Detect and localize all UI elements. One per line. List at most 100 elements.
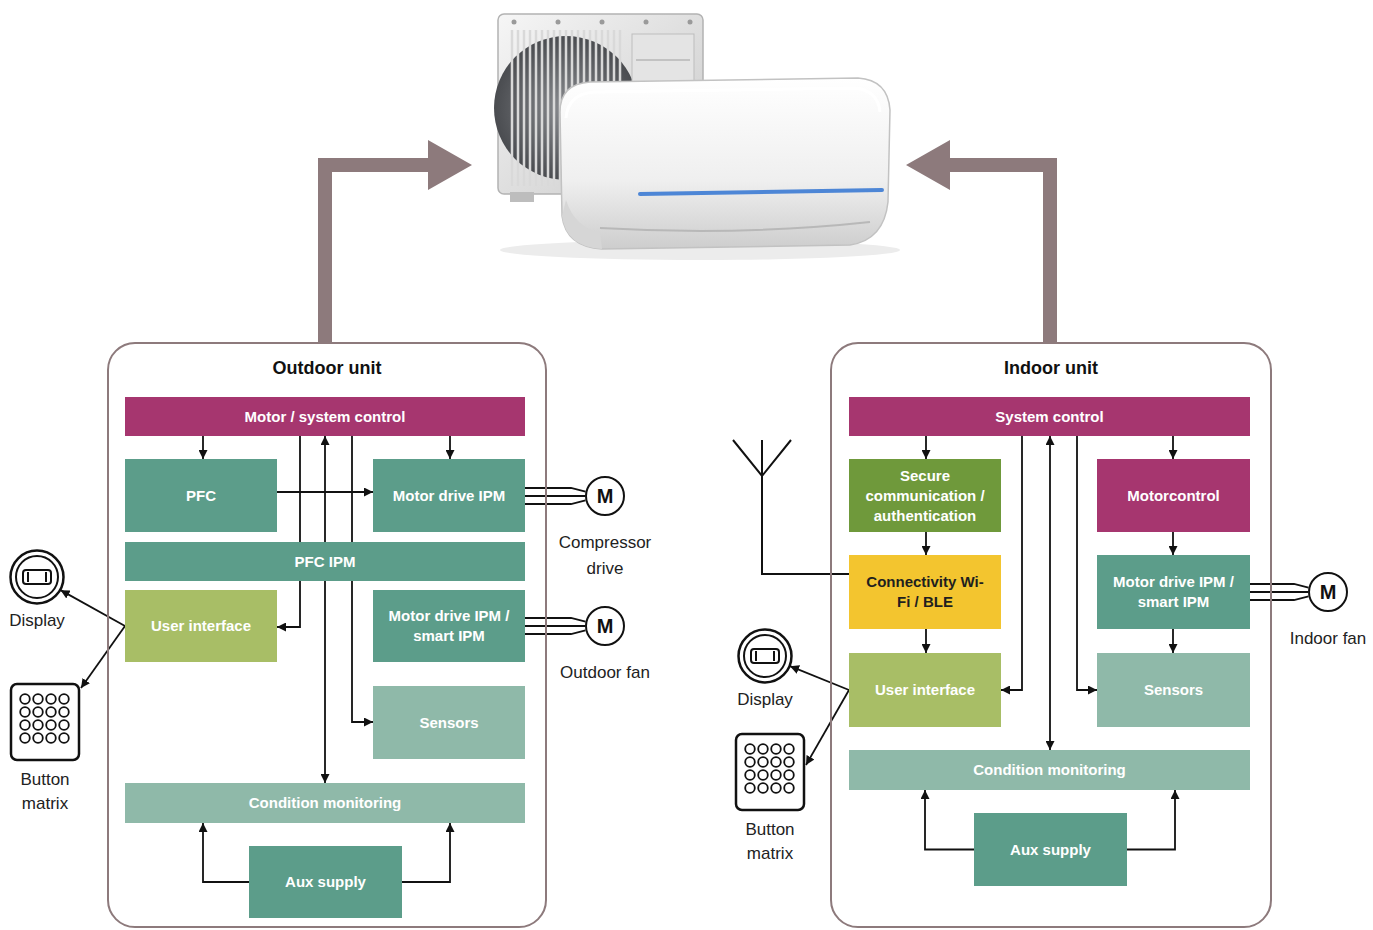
connector-arrow xyxy=(790,666,849,690)
connector-arrow xyxy=(925,629,927,653)
matrix-button xyxy=(33,720,43,730)
process-box: Sensors xyxy=(1097,653,1250,727)
matrix-button xyxy=(745,770,755,780)
box-label: User interface xyxy=(131,616,271,636)
matrix-button xyxy=(33,694,43,704)
connector-arrow xyxy=(1001,436,1022,690)
air-conditioner-picture xyxy=(494,14,900,260)
process-box: User interface xyxy=(849,653,1001,727)
connector-arrow xyxy=(81,626,125,688)
button-matrix-outline xyxy=(734,732,806,812)
connector-arrow xyxy=(925,790,974,850)
icon-label: Display xyxy=(697,690,833,710)
button-matrix-outline xyxy=(9,682,81,762)
process-box: User interface xyxy=(125,590,277,662)
box-label: Aux supply xyxy=(255,872,396,892)
display-icon: Display xyxy=(737,628,793,684)
box-label: Sensors xyxy=(379,713,519,733)
matrix-button xyxy=(784,783,794,793)
connector-arrow xyxy=(1127,790,1175,850)
motor-label: Compressor drive xyxy=(555,530,655,582)
process-box: Motor drive IPM xyxy=(373,459,525,532)
box-label: PFC IPM xyxy=(131,552,519,572)
matrix-frame xyxy=(11,684,79,760)
display-ring xyxy=(11,551,64,604)
process-box: Aux supply xyxy=(249,846,402,918)
connector-arrow xyxy=(925,436,927,459)
box-label: PFC xyxy=(131,486,271,506)
motor-label: Indoor fan xyxy=(1288,626,1368,652)
display-outline xyxy=(9,549,65,605)
matrix-button xyxy=(771,744,781,754)
matrix-button xyxy=(758,744,768,754)
matrix-button xyxy=(771,757,781,767)
unit-panel: Outdoor unitMotor / system controlPFC Mot… xyxy=(107,342,547,928)
process-box: Motor drive IPM / smart IPM xyxy=(373,590,525,662)
matrix-button xyxy=(33,733,43,743)
matrix-button xyxy=(771,770,781,780)
connector-arrow xyxy=(1077,436,1097,690)
matrix-button xyxy=(784,757,794,767)
display-icon: Display xyxy=(9,549,65,605)
process-box: Motor drive IPM / smart IPM xyxy=(1097,555,1250,629)
button-matrix-icon: Button matrix xyxy=(734,732,806,812)
connector-arrow xyxy=(203,823,249,882)
matrix-button xyxy=(20,707,30,717)
connector-arrow xyxy=(277,436,300,627)
connector-arrow xyxy=(925,532,927,555)
box-label: Condition monitoring xyxy=(131,793,519,813)
icon-label: Button matrix xyxy=(5,768,85,816)
display-outline xyxy=(737,628,793,684)
process-box: Aux supply xyxy=(974,813,1127,886)
motor-symbol: MIndoor fan xyxy=(1308,572,1348,612)
matrix-button xyxy=(745,744,755,754)
matrix-button xyxy=(46,694,56,704)
matrix-button xyxy=(20,733,30,743)
box-label: System control xyxy=(855,407,1244,427)
matrix-button xyxy=(59,720,69,730)
box-label: Motor drive IPM / smart IPM xyxy=(1103,572,1244,612)
display-ring xyxy=(739,630,792,683)
flow-arrow xyxy=(318,140,472,342)
matrix-button xyxy=(59,733,69,743)
monitor-bar: Condition monitoring xyxy=(849,750,1250,790)
box-label: Motor drive IPM xyxy=(379,486,519,506)
motor-symbol: MCompressor drive xyxy=(585,476,625,516)
motor-leads xyxy=(1250,584,1308,600)
process-box: Connectivity Wi-Fi / BLE xyxy=(849,555,1001,629)
motor-leads xyxy=(525,618,585,634)
motor-symbol: MOutdoor fan xyxy=(585,606,625,646)
matrix-button xyxy=(771,783,781,793)
connector-arrow xyxy=(1172,629,1174,653)
display-ring xyxy=(16,556,58,598)
matrix-button xyxy=(758,783,768,793)
icon-label: Button matrix xyxy=(730,818,810,866)
matrix-button xyxy=(59,707,69,717)
matrix-button xyxy=(20,694,30,704)
connector-arrow xyxy=(449,436,451,459)
matrix-button xyxy=(46,720,56,730)
box-label: Motorcontrol xyxy=(1103,486,1244,506)
process-box: Motorcontrol xyxy=(1097,459,1250,532)
display-ring xyxy=(744,635,786,677)
connector-arrow xyxy=(1172,532,1174,555)
process-box: Sensors xyxy=(373,686,525,759)
box-label: Secure communication / authentication xyxy=(855,466,995,526)
connector-arrow xyxy=(61,590,125,626)
matrix-button xyxy=(784,770,794,780)
display-screen xyxy=(751,649,779,663)
connector-arrow xyxy=(324,436,326,783)
connector-arrow xyxy=(806,690,849,765)
ipm-bar: PFC IPM xyxy=(125,542,525,581)
box-label: Sensors xyxy=(1103,680,1244,700)
motor-letter: M xyxy=(597,616,614,636)
unit-title: Outdoor unit xyxy=(109,357,545,379)
matrix-button xyxy=(758,770,768,780)
display-screen xyxy=(23,570,51,584)
connector-arrow xyxy=(1049,436,1051,750)
matrix-frame xyxy=(736,734,804,810)
box-label: Motor / system control xyxy=(131,407,519,427)
icon-label: Display xyxy=(0,611,105,631)
